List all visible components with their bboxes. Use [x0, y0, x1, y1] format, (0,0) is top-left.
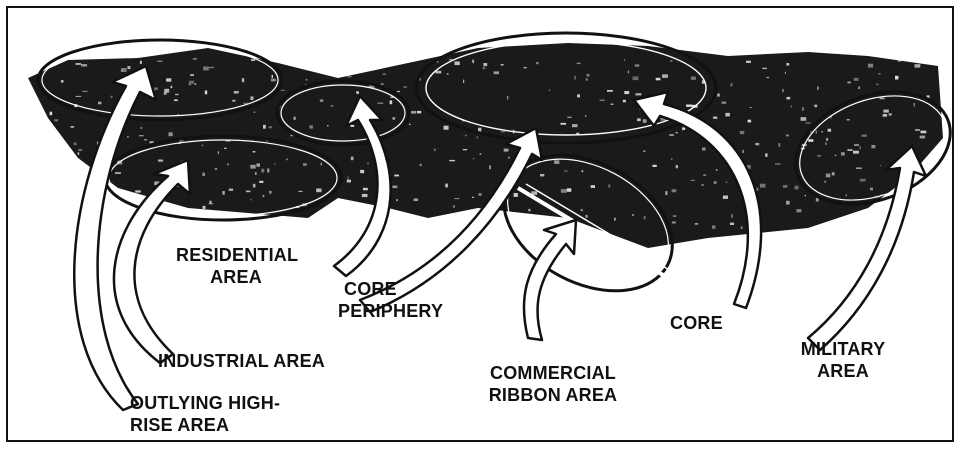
label-core-line1: CORE [670, 312, 723, 334]
label-industrial-line1: INDUSTRIAL AREA [158, 350, 325, 372]
label-outlying-line1: OUTLYING HIGH- [130, 392, 280, 414]
label-outlying: OUTLYING HIGH- RISE AREA [130, 392, 280, 436]
label-core-periphery-line1: CORE [338, 278, 443, 300]
label-commercial: COMMERCIAL RIBBON AREA [478, 362, 628, 406]
label-military: MILITARY AREA [788, 338, 898, 382]
label-commercial-line2: RIBBON AREA [478, 384, 628, 406]
label-commercial-line1: COMMERCIAL [478, 362, 628, 384]
diagram-frame: RESIDENTIAL AREA CORE PERIPHERY CORE IND… [6, 6, 954, 442]
label-outlying-line2: RISE AREA [130, 414, 280, 436]
label-residential-line1: RESIDENTIAL [176, 244, 296, 266]
label-residential: RESIDENTIAL AREA [176, 244, 296, 288]
label-residential-line2: AREA [176, 266, 296, 288]
label-military-line2: AREA [788, 360, 898, 382]
label-core: CORE [670, 312, 723, 334]
label-military-line1: MILITARY [788, 338, 898, 360]
label-core-periphery: CORE PERIPHERY [338, 278, 443, 322]
label-core-periphery-line2: PERIPHERY [338, 300, 443, 322]
label-industrial: INDUSTRIAL AREA [158, 350, 325, 372]
